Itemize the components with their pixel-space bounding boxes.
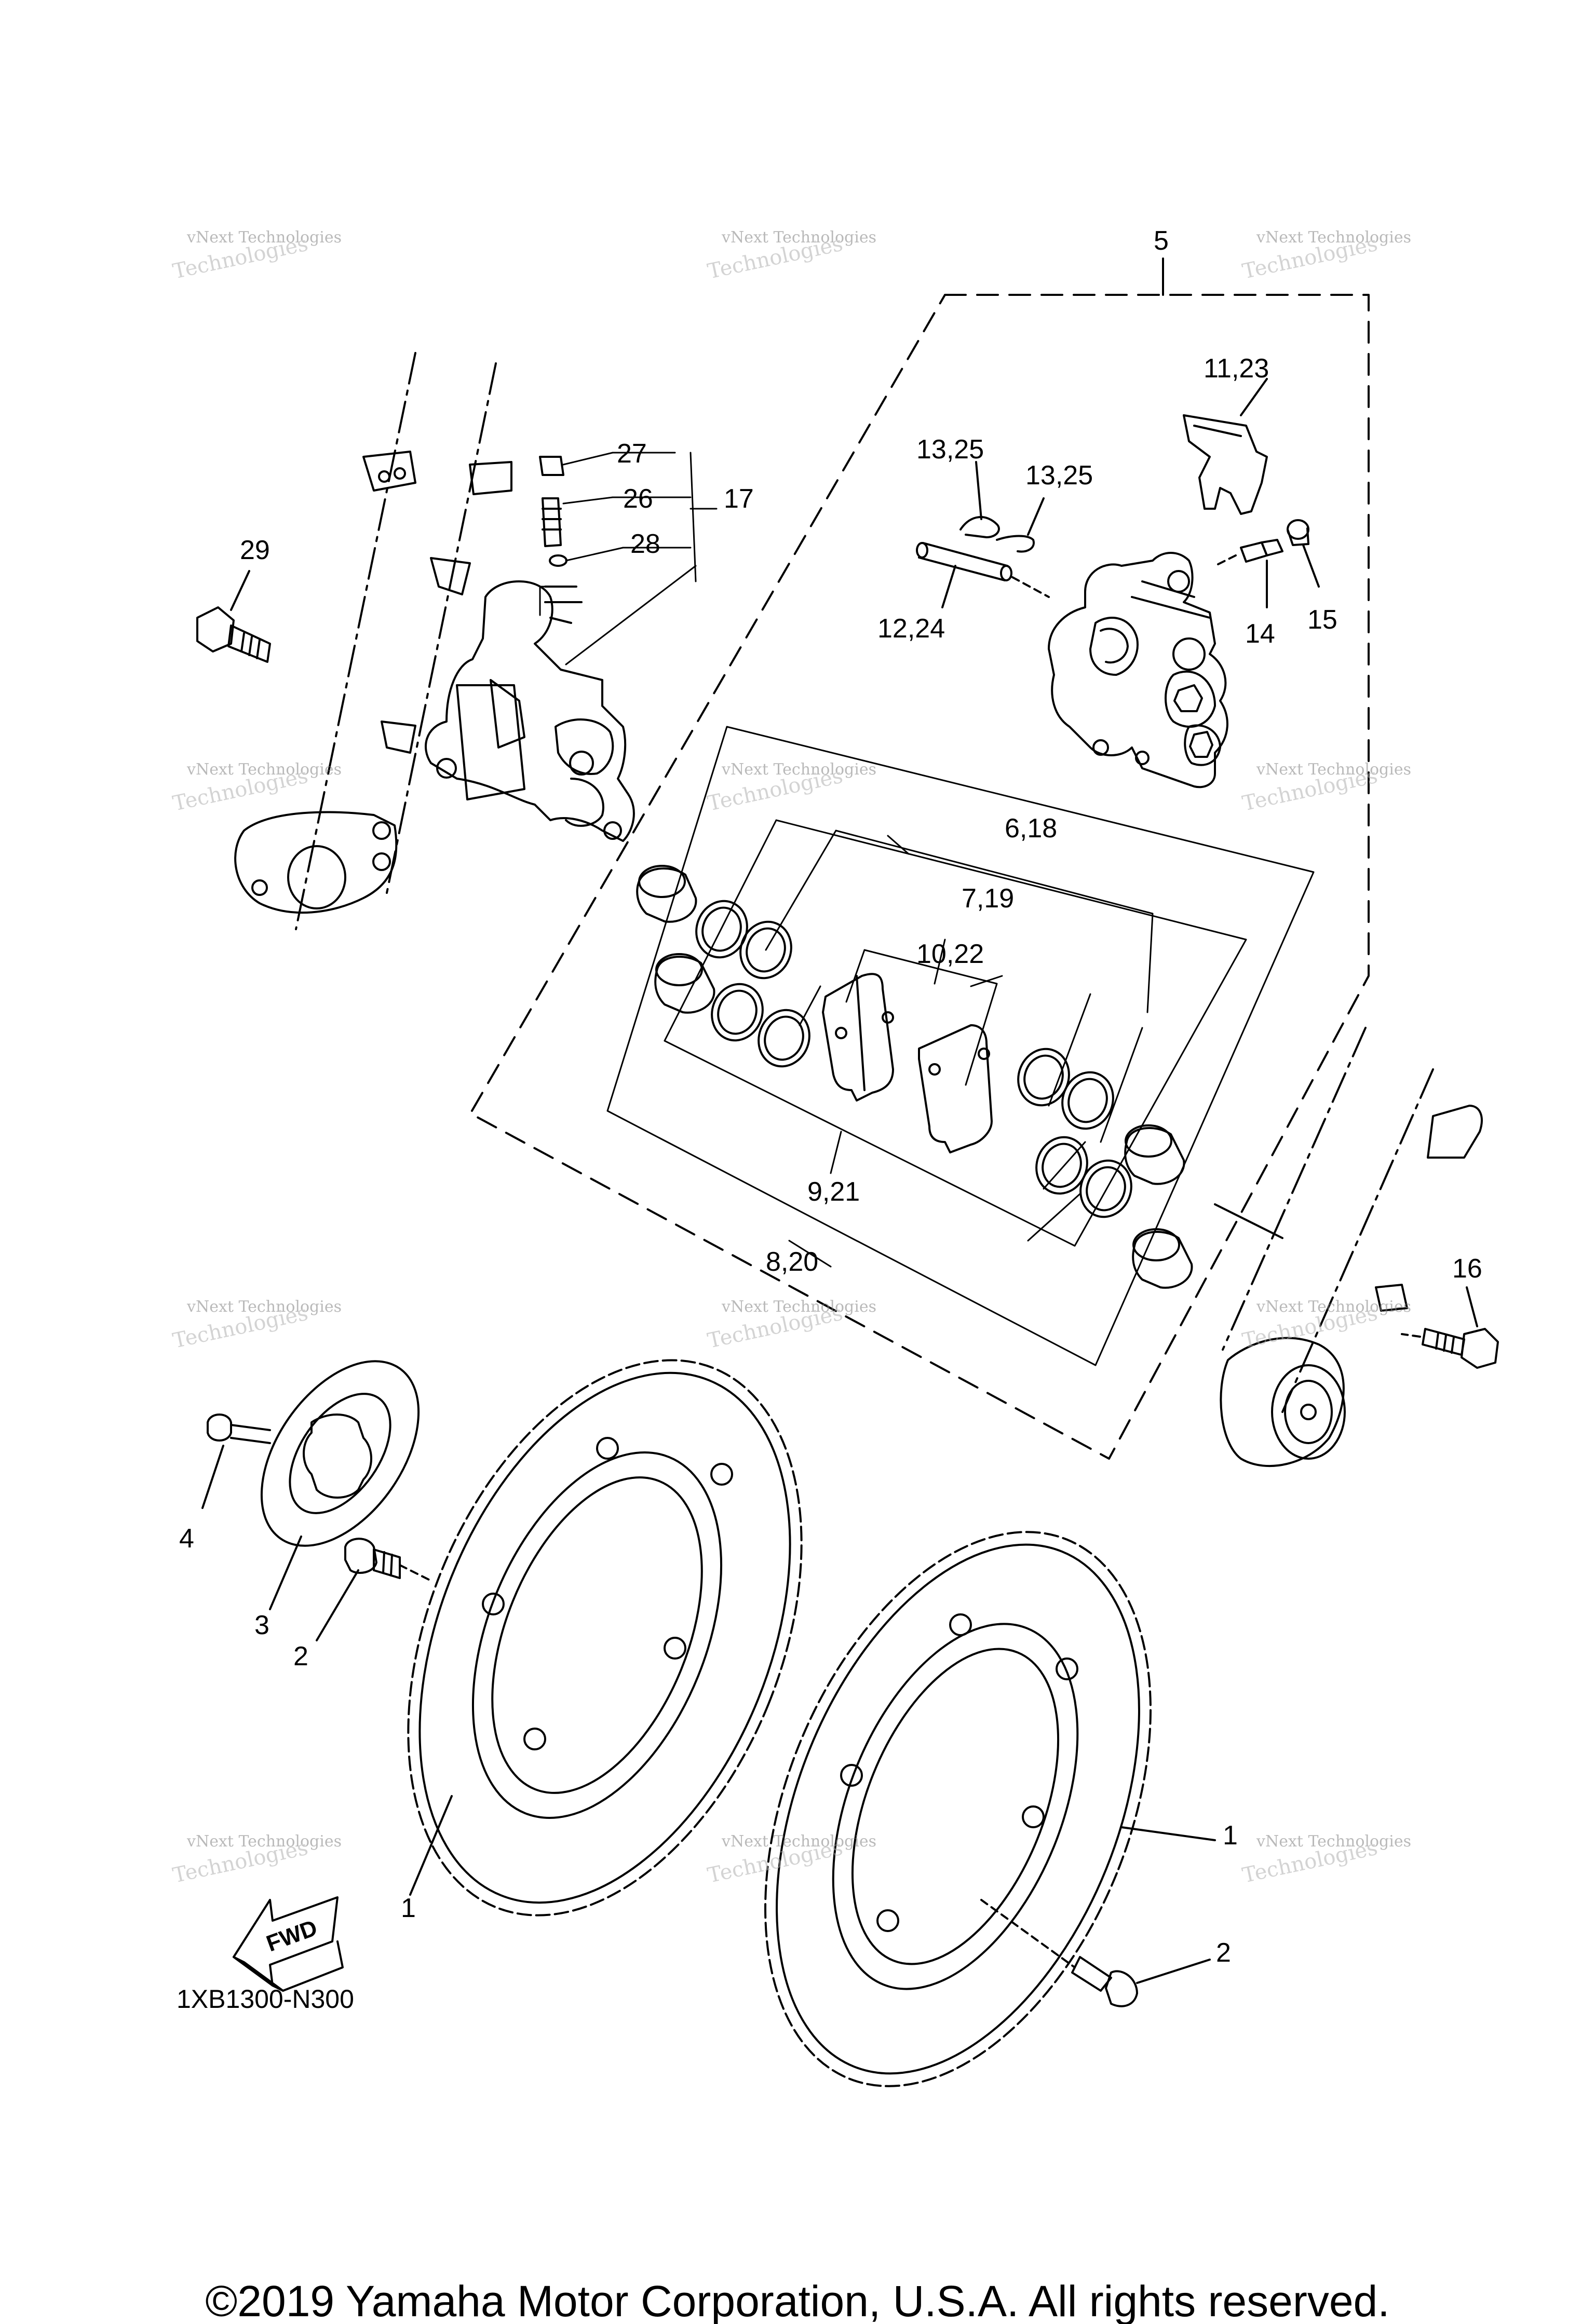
callout-17: 17 (724, 484, 754, 514)
bolt-29 (196, 570, 271, 663)
callout-11-23: 11,23 (1204, 354, 1269, 384)
brake-disc-1-right (764, 1531, 1216, 2087)
watermark: vNext Technologies Technologies (170, 1832, 342, 1888)
callout-2-left: 2 (293, 1641, 308, 1671)
watermark: vNext Technologies Technologies (1240, 1298, 1412, 1353)
piston-8-20-left (654, 953, 715, 1014)
callout-1-right: 1 (1223, 1820, 1238, 1851)
right-fork-leg (1214, 1027, 1483, 1467)
callout-5: 5 (1154, 226, 1169, 256)
callout-26: 26 (623, 484, 653, 514)
bleed-parts (539, 456, 567, 567)
r-clips-13-25 (959, 461, 1045, 553)
left-caliper (425, 580, 635, 842)
screw-4 (201, 1414, 271, 1509)
piston-7-19-right (1124, 1124, 1185, 1185)
watermark: vNext Technologies Technologies (1240, 1832, 1412, 1888)
sensor-rotor-3 (260, 1360, 420, 1610)
seals-right (1017, 1048, 1132, 1218)
watermark: vNext Technologies Technologies (170, 228, 342, 284)
fwd-arrow (233, 1896, 344, 1992)
callout-6-18: 6,18 (1005, 813, 1058, 844)
bolt-2-left (316, 1538, 432, 1641)
callout-4: 4 (179, 1524, 194, 1554)
right-caliper (1048, 552, 1228, 789)
callout-14: 14 (1245, 619, 1275, 649)
piston-6-18 (636, 865, 697, 923)
pad-pin-12-24 (916, 542, 1050, 608)
copyright-notice: ©2019 Yamaha Motor Corporation, U.S.A. A… (205, 2277, 1390, 2324)
callout-7-19: 7,19 (962, 884, 1015, 914)
left-fork-leg (234, 352, 512, 930)
callout-16: 16 (1452, 1254, 1482, 1284)
pad-spring-11-23 (1183, 378, 1268, 515)
callout-9-21: 9,21 (807, 1177, 860, 1207)
caliper-assembly-boundary (469, 294, 1370, 1460)
watermark: vNext Technologies Technologies (705, 760, 877, 816)
piston-8-20-right (1132, 1228, 1193, 1289)
diagram-code: 1XB1300-N300 (177, 1985, 354, 2014)
seal-kit-brackets (606, 726, 1315, 1366)
callout-10-22: 10,22 (916, 939, 984, 969)
brake-disc-1-left (407, 1359, 803, 1917)
watermark: vNext Technologies Technologies (1240, 760, 1412, 816)
watermark: vNext Technologies Technologies (705, 1832, 877, 1888)
callout-8-20: 8,20 (766, 1247, 819, 1277)
bleed-screw-14-15 (1214, 519, 1320, 608)
callout-15: 15 (1307, 605, 1337, 635)
watermark: vNext Technologies Technologies (170, 760, 342, 816)
callout-13-25-b: 13,25 (1025, 460, 1093, 491)
watermark: vNext Technologies Technologies (705, 228, 877, 284)
bolt-2-right (980, 1899, 1211, 2007)
bolt-16 (1401, 1286, 1499, 1369)
seals-left (695, 900, 810, 1068)
watermark: vNext Technologies Technologies (170, 1298, 342, 1353)
callout-1-left: 1 (401, 1893, 416, 1923)
callout-3: 3 (254, 1610, 269, 1640)
watermark: vNext Technologies Technologies (1240, 228, 1412, 284)
leaders-17-group (539, 452, 718, 665)
brake-pads-10-22 (822, 973, 993, 1153)
callout-28: 28 (630, 529, 660, 559)
callout-27: 27 (617, 439, 647, 469)
watermark: vNext Technologies Technologies (705, 1298, 877, 1353)
callout-13-25-a: 13,25 (916, 434, 984, 465)
callout-12-24: 12,24 (877, 614, 945, 644)
callout-2-right: 2 (1216, 1938, 1231, 1968)
callout-29: 29 (240, 535, 270, 565)
